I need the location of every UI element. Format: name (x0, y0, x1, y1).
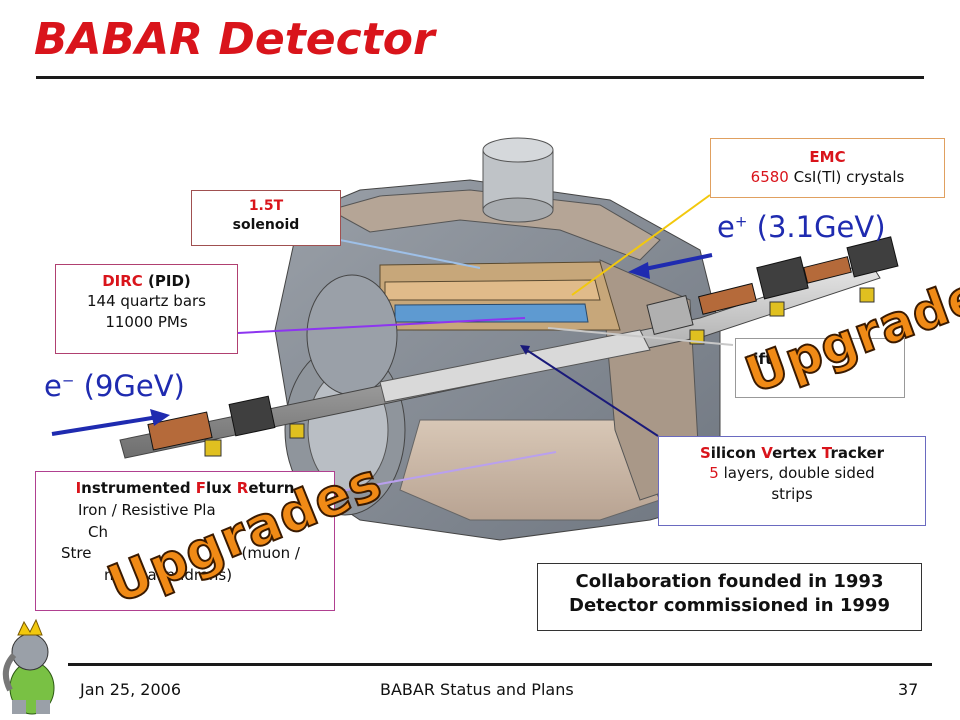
drift-pointer (547, 327, 734, 346)
ifr-title: Instrumented Flux Return (75, 479, 295, 497)
magnet-left-2 (147, 411, 213, 451)
svt-strips: strips (771, 484, 813, 503)
emc-title: EMC (809, 148, 846, 166)
ifr-line3: Ch (88, 522, 108, 541)
footer-center: BABAR Status and Plans (380, 680, 574, 699)
drift-title: rift (746, 350, 773, 368)
footer-page-number: 37 (898, 680, 919, 699)
dirc-label-box: DIRC (PID) 144 quartz bars 11000 PMs (55, 264, 238, 354)
emc-detail: 6580 CsI(Tl) crystals (750, 168, 905, 187)
electron-arrow (51, 415, 159, 436)
svt-title: Silicon Vertex Tracker (699, 444, 885, 462)
svt-layers: 5 layers, double sided (709, 464, 875, 483)
solenoid-name: solenoid (232, 216, 300, 233)
detector-commissioned: Detector commissioned in 1999 (569, 595, 890, 617)
ifr-label-box: Instrumented Flux Return Iron / Resistiv… (35, 471, 335, 611)
solenoid-field: 1.5T (248, 198, 284, 214)
ifr-pointer (335, 451, 557, 493)
collaboration-founded: Collaboration founded in 1993 (575, 571, 884, 592)
dirc-quartz: 144 quartz bars (86, 292, 206, 311)
solenoid-pointer (319, 235, 481, 269)
footer-date: Jan 25, 2006 (80, 680, 181, 699)
solenoid-layer (384, 279, 601, 301)
drift-chamber-label-box: rift (735, 338, 905, 398)
electron-beam-label: e− (9GeV) (44, 369, 185, 403)
title-underline (36, 76, 924, 79)
collaboration-box: Collaboration founded in 1993 Detector c… (537, 563, 922, 631)
magnet-right-1 (646, 295, 694, 335)
ifr-upper-plates (328, 189, 661, 261)
footer-rule (68, 663, 932, 666)
magnet-right-2 (756, 256, 809, 300)
babar-elephant-mascot-icon (2, 618, 55, 715)
ifr-line4: Stre(muon / (61, 544, 300, 563)
magnet-right-3 (846, 236, 899, 278)
emc-label-box: EMC 6580 CsI(Tl) crystals (710, 138, 945, 198)
dirc-title: DIRC (PID) (102, 272, 191, 290)
magnet-left-1 (228, 395, 276, 437)
page-title: BABAR Detector (34, 14, 435, 65)
emc-pointer (571, 194, 711, 296)
solenoid-label-box: 1.5T solenoid (191, 190, 341, 246)
svt-pointer (521, 346, 659, 437)
positron-beam-label: e+ (3.1GeV) (717, 210, 886, 244)
positron-arrow (639, 253, 713, 272)
ifr-line2: Iron / Resistive Pla (78, 500, 216, 519)
dirc-pointer (237, 317, 526, 334)
dirc-pms: 11000 PMs (105, 312, 188, 331)
svt-label-box: Silicon Vertex Tracker 5 layers, double … (658, 436, 926, 526)
